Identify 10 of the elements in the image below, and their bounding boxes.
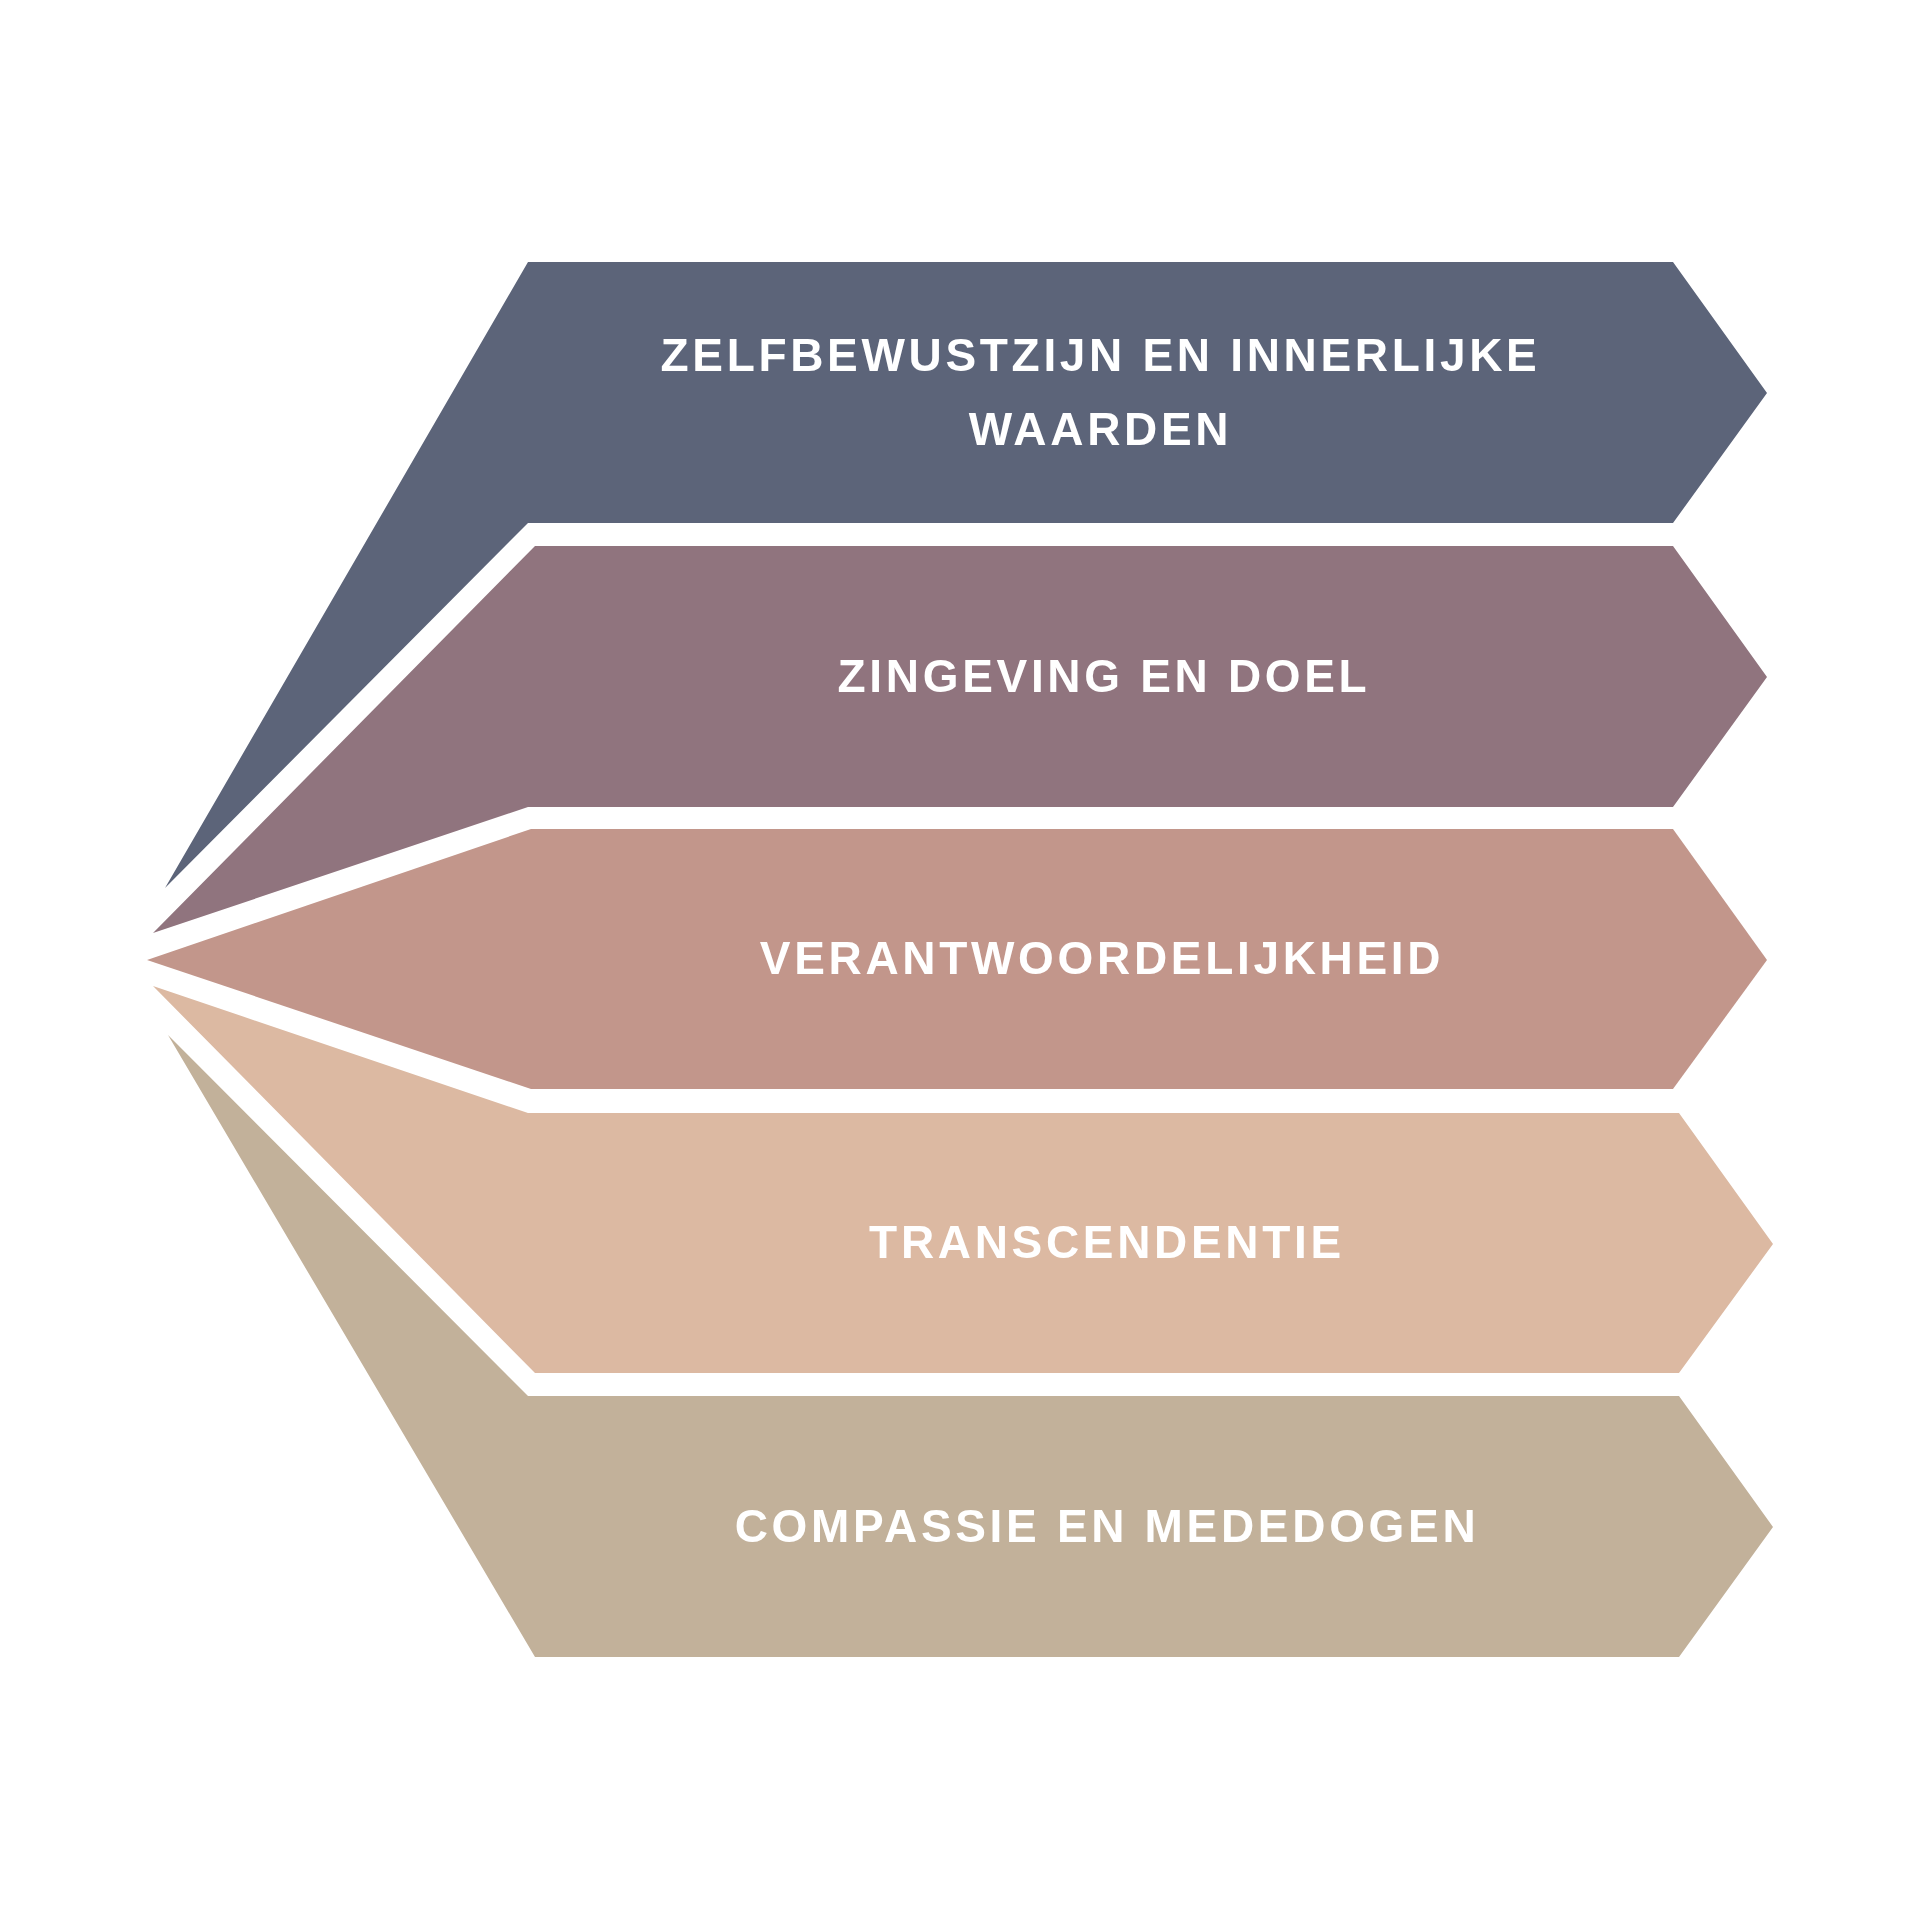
band-label: VERANTWOORDELIJKHEID	[759, 931, 1445, 987]
chevron-band	[147, 829, 1767, 1089]
chevron-band	[153, 986, 1773, 1373]
band-label: ZELFBEWUSTZIJN EN INNERLIJKE WAARDEN	[659, 327, 1542, 457]
chevron-band	[168, 1035, 1773, 1657]
band-label: COMPASSIE EN MEDEDOGEN	[734, 1498, 1480, 1554]
band-label: TRANSCENDENTIE	[869, 1215, 1345, 1271]
band-label: ZINGEVING EN DOEL	[837, 648, 1371, 704]
chevron-band	[153, 546, 1767, 933]
chevron-band	[165, 262, 1767, 888]
